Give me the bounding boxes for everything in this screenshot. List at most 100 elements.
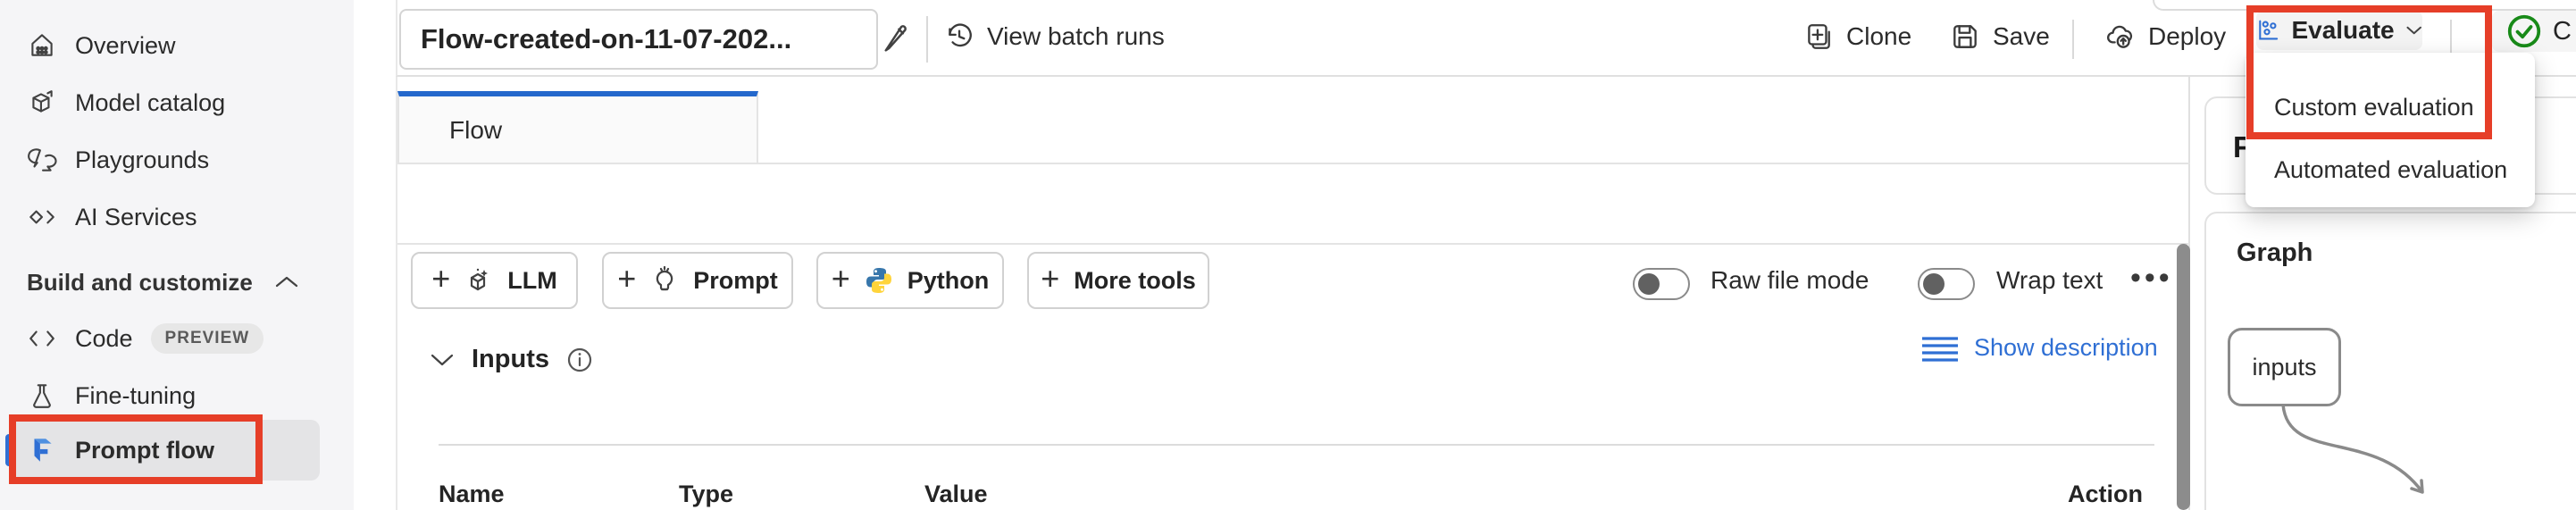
- sidebar-item-label: Playgrounds: [75, 146, 210, 173]
- clone-button[interactable]: Clone: [1803, 21, 1911, 52]
- flow-title-box[interactable]: Flow-created-on-11-07-202...: [399, 9, 878, 70]
- save-button[interactable]: Save: [1950, 21, 2050, 52]
- sidebar-item-model-catalog[interactable]: Model catalog: [0, 74, 354, 131]
- add-llm-button[interactable]: + LLM: [411, 252, 578, 309]
- prompt-bulb-icon: [657, 266, 673, 291]
- sidebar-item-label: Fine-tuning: [75, 381, 197, 409]
- toggle-knob: [1638, 273, 1660, 295]
- add-prompt-label: Prompt: [693, 266, 778, 294]
- sidebar-item-ai-services[interactable]: AI Services: [0, 188, 354, 246]
- column-header-type: Type: [679, 481, 734, 507]
- view-batch-runs-button[interactable]: View batch runs: [944, 21, 1165, 52]
- sidebar-item-overview[interactable]: Overview: [0, 17, 354, 74]
- plus-icon: +: [431, 260, 451, 297]
- more-options-button[interactable]: •••: [2130, 261, 2173, 295]
- clone-label: Clone: [1846, 22, 1912, 50]
- sidebar-item-fine-tuning[interactable]: Fine-tuning: [0, 367, 354, 424]
- sidebar-item-label: Overview: [75, 31, 176, 59]
- show-description-label: Show description: [1974, 334, 2158, 361]
- sidebar-section-build-and-customize[interactable]: Build and customize: [0, 259, 354, 305]
- evaluate-chart-icon: [2259, 20, 2279, 40]
- chevron-up-icon: [273, 269, 300, 297]
- sidebar-item-code[interactable]: Code PREVIEW: [0, 310, 354, 367]
- plus-icon: +: [831, 260, 850, 297]
- evaluate-label: Evaluate: [2291, 16, 2395, 44]
- toolbar-bottom-border: [397, 243, 2190, 245]
- section-label: Build and customize: [27, 268, 253, 296]
- tab-bottom-border: [397, 163, 2190, 164]
- show-description-link[interactable]: Show description: [1920, 334, 2158, 362]
- graph-node-label: inputs: [2252, 353, 2317, 380]
- flask-icon: [27, 380, 57, 411]
- header-divider: [2072, 20, 2074, 59]
- save-label: Save: [1993, 22, 2050, 50]
- cloud-upload-icon: [2107, 25, 2133, 48]
- cube-icon: [27, 88, 57, 118]
- preview-badge: PREVIEW: [150, 323, 264, 354]
- deploy-label: Deploy: [2148, 22, 2227, 50]
- python-icon: [866, 268, 891, 293]
- header-divider: [926, 16, 928, 63]
- menu-item-custom-evaluation[interactable]: Custom evaluation: [2274, 93, 2474, 121]
- tab-flow-label: Flow: [449, 116, 503, 144]
- inputs-section-header[interactable]: Inputs: [429, 345, 594, 374]
- sidebar-selected-highlight: [11, 420, 320, 481]
- more-tools-button[interactable]: + More tools: [1027, 252, 1209, 309]
- view-batch-runs-label: View batch runs: [987, 22, 1165, 50]
- sidebar-item-prompt-flow[interactable]: Prompt flow: [0, 422, 354, 479]
- chevron-down-icon: [2406, 26, 2421, 35]
- code-icon: [27, 323, 57, 354]
- info-icon: [567, 347, 592, 372]
- description-lines-icon: [1922, 336, 1958, 362]
- notification-remnant: [2153, 0, 2576, 11]
- menu-item-automated-evaluation[interactable]: Automated evaluation: [2274, 155, 2508, 183]
- compute-status-button[interactable]: C: [2492, 11, 2576, 52]
- tab-flow[interactable]: Flow: [397, 91, 758, 164]
- raw-file-mode-label: Raw file mode: [1710, 266, 1869, 294]
- success-check-icon: [2507, 14, 2541, 48]
- sidebar-item-playgrounds[interactable]: Playgrounds: [0, 131, 354, 188]
- table-header-divider: [439, 444, 2154, 446]
- history-icon: [949, 23, 972, 47]
- sidebar-item-label: AI Services: [75, 203, 197, 230]
- add-llm-label: LLM: [507, 266, 557, 294]
- add-python-button[interactable]: + Python: [816, 252, 1004, 309]
- arrowhead-icon: [2410, 479, 2424, 494]
- column-header-action: Action: [2068, 481, 2143, 507]
- chevron-down-icon: [431, 354, 454, 365]
- vertical-scrollbar[interactable]: [2177, 244, 2190, 510]
- clone-icon: [1808, 24, 1830, 49]
- prompt-flow-icon: [27, 435, 57, 465]
- sidebar-item-label: Model catalog: [75, 88, 226, 116]
- wrap-text-toggle[interactable]: [1918, 268, 1975, 300]
- chat-bubbles-icon: [27, 145, 57, 175]
- more-tools-label: More tools: [1074, 266, 1196, 294]
- edit-title-button[interactable]: [880, 23, 912, 62]
- plus-icon: +: [1041, 260, 1060, 297]
- evaluate-dropdown-menu: Custom evaluation Automated evaluation: [2246, 53, 2535, 207]
- flow-editor-panel: Flow + LLM + Prompt + Python + More tool…: [396, 77, 2190, 510]
- graph-node-inputs[interactable]: inputs: [2228, 328, 2341, 406]
- save-icon: [1953, 25, 1977, 48]
- sidebar-item-label: Prompt flow: [75, 436, 214, 464]
- column-header-name: Name: [439, 481, 505, 507]
- header-divider: [2450, 20, 2452, 59]
- toggle-knob: [1923, 273, 1945, 295]
- graph-title: Graph: [2237, 238, 2313, 267]
- raw-file-mode-toggle[interactable]: [1633, 268, 1690, 300]
- sidebar-item-label: Code: [75, 324, 133, 352]
- graph-card: Graph inputs: [2204, 212, 2576, 510]
- add-prompt-button[interactable]: + Prompt: [602, 252, 793, 309]
- pencil-icon: [884, 25, 907, 52]
- add-python-label: Python: [907, 266, 990, 294]
- llm-icon: [471, 268, 489, 291]
- inputs-title: Inputs: [472, 345, 549, 373]
- diamonds-icon: [27, 202, 57, 232]
- column-header-value: Value: [924, 481, 988, 507]
- plus-icon: +: [617, 260, 637, 297]
- home-icon: [27, 30, 57, 61]
- flow-title: Flow-created-on-11-07-202...: [421, 23, 792, 54]
- evaluate-button[interactable]: Evaluate: [2256, 11, 2422, 50]
- deploy-button[interactable]: Deploy: [2105, 21, 2226, 52]
